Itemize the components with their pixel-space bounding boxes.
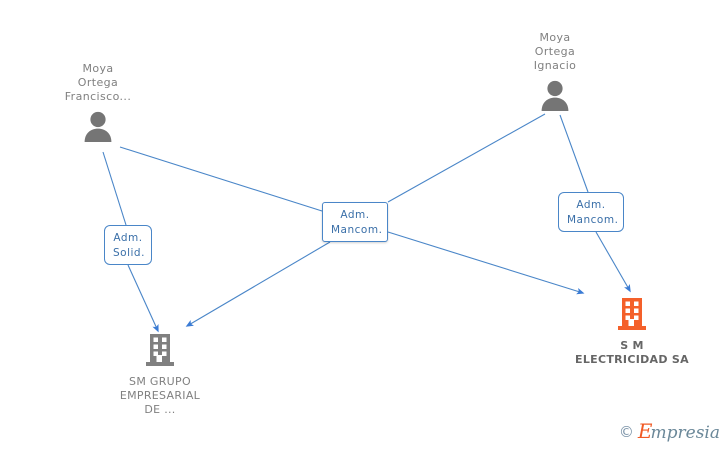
edge-adm-mancom-right-to-company-right	[595, 231, 631, 293]
person-node-moya-ortega-ignacio[interactable]: Moya Ortega Ignacio	[495, 31, 615, 115]
person-icon	[538, 79, 572, 111]
edge-person-right-to-adm-mancom-right	[559, 114, 589, 193]
edge-adm-solid-to-company-left	[127, 264, 159, 333]
edge-person-right-to-adm-mancom-center	[387, 113, 546, 203]
person-node-moya-ortega-francisco[interactable]: Moya Ortega Francisco...	[38, 62, 158, 146]
person-icon	[81, 110, 115, 142]
watermark-empresia: © Empresia	[619, 421, 720, 442]
watermark-brand-initial: E	[637, 419, 653, 443]
person-label: Moya Ortega Francisco...	[64, 62, 132, 103]
edge-person-left-to-adm-solid	[102, 151, 127, 226]
edge-person-left-to-adm-mancom-center	[119, 146, 323, 212]
relation-box-adm-mancom-right[interactable]: Adm. Mancom.	[558, 192, 624, 232]
company-node-sm-grupo-empresarial[interactable]: SM GRUPO EMPRESARIAL DE ...	[80, 333, 240, 417]
relation-box-adm-mancom-center[interactable]: Adm. Mancom.	[322, 202, 388, 242]
person-label: Moya Ortega Ignacio	[533, 31, 577, 72]
building-icon	[144, 333, 176, 367]
copyright-icon: ©	[618, 422, 634, 441]
building-icon	[616, 297, 648, 331]
edge-adm-mancom-center-to-company-right	[387, 231, 585, 295]
watermark-brand-text: mpresia	[650, 423, 721, 443]
relation-box-adm-solid[interactable]: Adm. Solid.	[104, 225, 152, 265]
company-label: SM GRUPO EMPRESARIAL DE ...	[119, 375, 201, 416]
company-node-sm-electricidad-sa[interactable]: S M ELECTRICIDAD SA	[552, 297, 712, 367]
edge-adm-mancom-center-to-company-left	[185, 241, 331, 327]
company-label: S M ELECTRICIDAD SA	[575, 339, 689, 366]
